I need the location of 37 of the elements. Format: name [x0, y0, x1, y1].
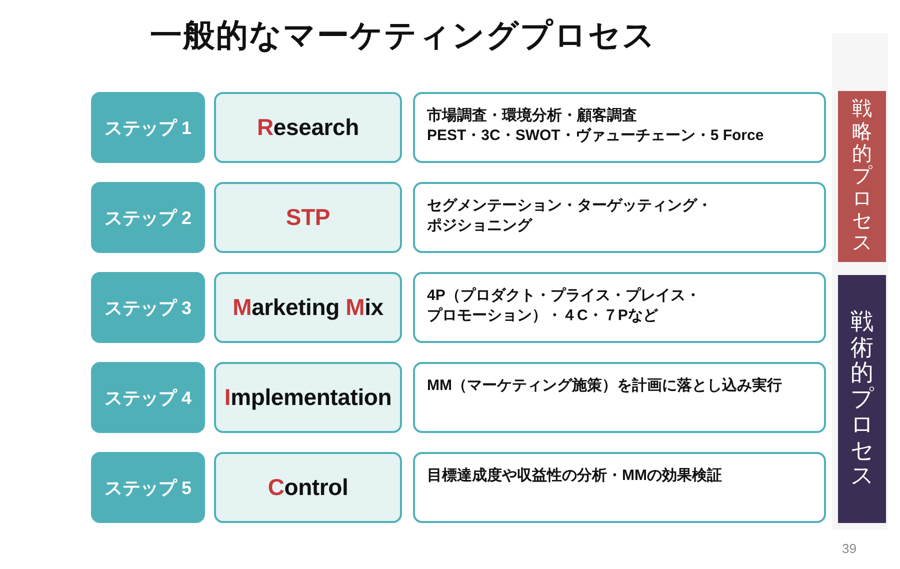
description: 市場調査・環境分析・顧客調査	[427, 106, 637, 126]
keyword: STP	[286, 204, 330, 231]
keyword-box	[214, 362, 402, 433]
description-box	[413, 92, 826, 163]
step-box	[91, 182, 205, 253]
step-label: ステップ 5	[104, 476, 192, 500]
keyword-box	[214, 182, 402, 253]
keyword-box	[214, 92, 402, 163]
keyword: Control	[268, 474, 348, 501]
process-band	[838, 91, 886, 262]
step-box	[91, 272, 205, 343]
step-label: ステップ 2	[104, 206, 192, 230]
step-box	[91, 362, 205, 433]
title: 一般的なマーケティングプロセス	[150, 16, 656, 55]
process-band	[838, 275, 886, 523]
keyword: Research	[257, 114, 359, 141]
keyword-box	[214, 452, 402, 523]
step-box	[91, 92, 205, 163]
keyword-box	[214, 272, 402, 343]
description: MM（マーケティング施策）を計画に落とし込み実行	[427, 376, 782, 396]
keyword: Implementation	[224, 384, 392, 411]
step-label: ステップ 3	[104, 296, 192, 320]
description-box	[413, 362, 826, 433]
page-number: 39	[842, 541, 856, 556]
description-box	[413, 182, 826, 253]
description: セグメンテーション・ターゲッティング・ポジショニング	[427, 196, 713, 236]
description-box	[413, 452, 826, 523]
band-label: 戦術的プロセス	[850, 308, 874, 490]
description: 目標達成度や収益性の分析・MMの効果検証	[427, 466, 722, 486]
step-label: ステップ 4	[104, 386, 192, 410]
description-box	[413, 272, 826, 343]
step-label: ステップ 1	[104, 116, 192, 140]
step-box	[91, 452, 205, 523]
description: 4P（プロダクト・プライス・プレイス・プロモーション）・４C・７Pなど	[427, 286, 702, 326]
band-label: 戦略的プロセス	[852, 98, 872, 255]
keyword: Marketing Mix	[232, 294, 384, 321]
description: PEST・3C・SWOT・ヴァューチェーン・5 Force	[427, 126, 764, 146]
